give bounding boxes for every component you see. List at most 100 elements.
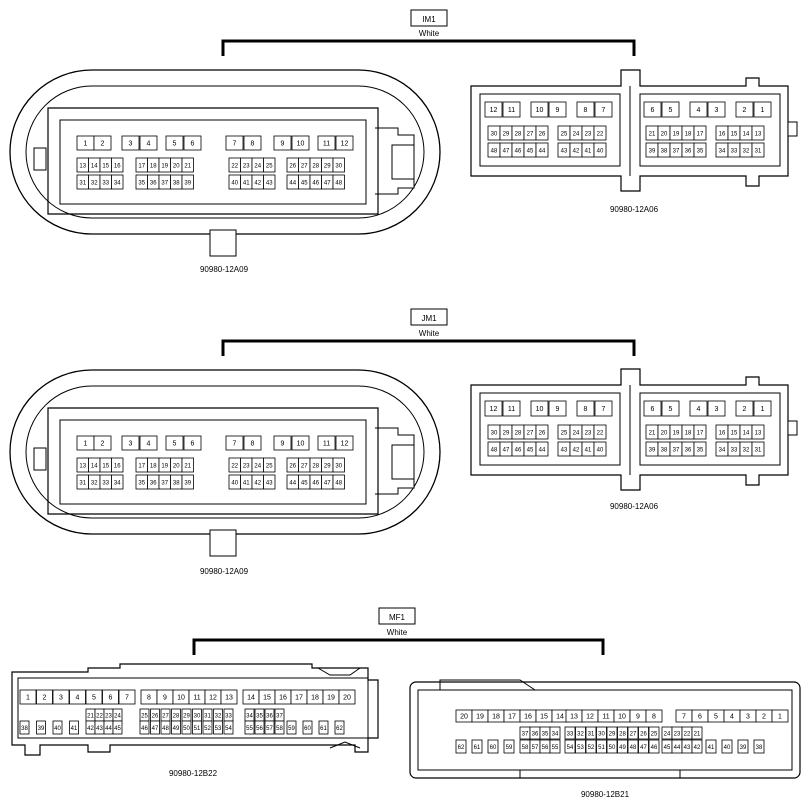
pin-cell (121, 135, 140, 151)
pin-label: 12 (490, 107, 498, 114)
pin-label: 13 (79, 464, 86, 470)
connector-half-left (479, 93, 621, 167)
pin-label: 5 (92, 695, 96, 702)
pin-cell (181, 157, 194, 173)
pin-cell (263, 474, 276, 490)
pin-cell (638, 739, 649, 754)
pin-label: 30 (491, 431, 498, 437)
pin-label: 14 (247, 695, 255, 702)
pin-label: 39 (184, 481, 191, 487)
pin-label: 41 (708, 745, 715, 751)
pin-label: 41 (585, 149, 592, 155)
pin-label: 36 (266, 714, 273, 720)
pin-label: 43 (684, 745, 691, 751)
pin-label: 24 (254, 464, 261, 470)
pin-label: 41 (585, 448, 592, 454)
pin-label: 31 (588, 732, 595, 738)
pin-cell (291, 135, 310, 151)
pin-label: 38 (173, 181, 180, 187)
pin-label: 9 (636, 714, 640, 721)
connector-inner-shell (25, 385, 425, 519)
pin-label: 51 (598, 745, 605, 751)
pin-cell (332, 174, 345, 190)
pin-cell (139, 135, 158, 151)
pin-label: 24 (254, 164, 261, 170)
pin-cell (317, 135, 336, 151)
pin-cell (183, 435, 202, 451)
pin-label: 13 (79, 164, 86, 170)
pin-label: 58 (522, 745, 529, 751)
pin-label: 22 (684, 732, 691, 738)
pin-label: 9 (556, 406, 560, 413)
pin-label: 39 (740, 745, 747, 751)
pin-label: 44 (674, 745, 681, 751)
pin-cell (585, 726, 597, 740)
pin-label: 16 (114, 164, 121, 170)
pin-cell (648, 726, 660, 740)
pin-label: 11 (323, 441, 330, 448)
pin-cell (751, 125, 765, 141)
pin-label: 40 (724, 745, 731, 751)
pin-cell (181, 474, 194, 490)
pin-label: 36 (532, 732, 539, 738)
pin-label: 36 (150, 181, 157, 187)
pin-label: 10 (618, 714, 626, 721)
connector-latch (439, 679, 536, 691)
pin-cell (455, 739, 467, 754)
pin-label: 1 (26, 695, 30, 702)
pin-label: 44 (539, 448, 546, 454)
group-code: JM1 (421, 314, 437, 323)
pin-label: 19 (161, 164, 168, 170)
pin-cell (286, 720, 297, 735)
pin-label: 32 (215, 714, 222, 720)
pin-label: 39 (38, 726, 45, 732)
pin-label: 49 (173, 726, 180, 732)
pin-cell (645, 709, 663, 723)
pin-cell (530, 400, 549, 417)
pin-cell (244, 720, 255, 735)
pin-label: 61 (474, 745, 481, 751)
pin-cell (263, 457, 276, 473)
pin-label: 47 (324, 181, 331, 187)
pin-label: 34 (246, 714, 253, 720)
pin-cell (594, 400, 613, 417)
pin-label: 60 (490, 745, 497, 751)
pin-label: 10 (536, 406, 544, 413)
pin-label: 48 (491, 149, 498, 155)
pin-cell (118, 689, 136, 705)
pin-label: 26 (640, 732, 647, 738)
pin-cell (617, 739, 628, 754)
group-bracket (221, 339, 636, 356)
pin-cell (771, 709, 789, 723)
pin-label: 43 (561, 149, 568, 155)
pin-label: 46 (141, 726, 148, 732)
pin-label: 6 (698, 714, 702, 721)
pin-label: 5 (669, 406, 673, 413)
pin-label: 29 (503, 431, 510, 437)
pin-cell (535, 125, 549, 141)
pin-label: 15 (540, 714, 548, 721)
connector-left-tab (33, 147, 47, 171)
pin-label: 24 (573, 132, 580, 138)
pin-label: 19 (161, 464, 168, 470)
pin-cell (593, 424, 607, 440)
pin-cell (264, 720, 275, 735)
pin-label: 29 (503, 132, 510, 138)
pin-label: 18 (492, 714, 500, 721)
pin-cell (487, 739, 499, 754)
pin-label: 17 (138, 164, 145, 170)
pin-label: 3 (129, 141, 133, 148)
pin-label: 1 (84, 141, 88, 148)
pin-label: 19 (673, 431, 680, 437)
pin-label: 42 (254, 181, 261, 187)
pin-label: 4 (697, 406, 701, 413)
pin-label: 31 (79, 481, 86, 487)
pin-label: 52 (588, 745, 595, 751)
connector-latch (317, 667, 361, 676)
pin-cell (291, 435, 310, 451)
pin-cell (575, 726, 586, 740)
